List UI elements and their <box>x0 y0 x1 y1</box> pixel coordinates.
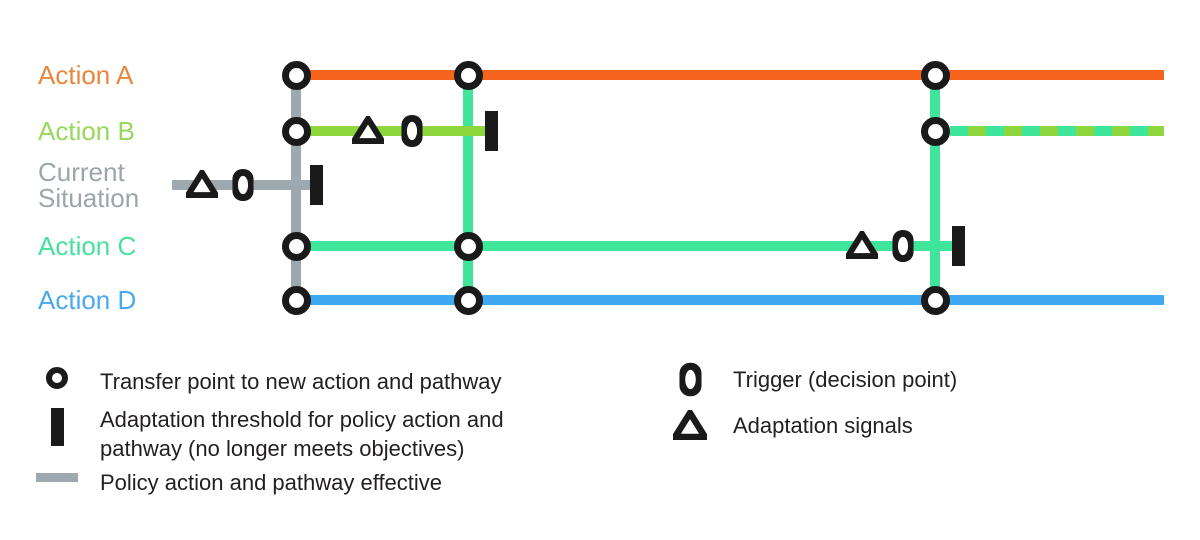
pathway-effective-line-icon <box>36 473 78 482</box>
transfer-point <box>453 231 483 261</box>
pathway-action-a <box>296 70 1164 80</box>
threshold-icon <box>310 165 323 205</box>
transfer-point-icon <box>46 367 68 389</box>
trigger-icon <box>678 362 702 397</box>
legend-item-signal: Adaptation signals <box>668 410 913 440</box>
transfer-point <box>920 285 950 315</box>
legend-item-trigger: Trigger (decision point) <box>668 362 957 397</box>
legend-label: Transfer point to new action and pathway <box>100 369 502 394</box>
legend-label: Policy action and pathway effective <box>100 470 443 495</box>
trigger-icon <box>401 114 423 148</box>
legend-label: Adaptation signals <box>733 412 913 438</box>
trigger-icon <box>892 229 914 263</box>
transfer-point <box>453 285 483 315</box>
transfer-line-mid <box>463 75 473 300</box>
transfer-point <box>920 116 950 146</box>
legend-label: Trigger (decision point) <box>733 367 958 392</box>
row-label-action-b: Action B <box>38 116 135 146</box>
threshold-icon <box>485 111 498 151</box>
row-label-action-d: Action D <box>38 285 137 315</box>
legend-label: Adaptation threshold for policy action a… <box>100 407 504 461</box>
legend-item-threshold: Adaptation threshold for policy action a… <box>35 405 595 463</box>
row-label-action-a: Action A <box>38 60 134 90</box>
transfer-point <box>281 231 311 261</box>
transfer-point <box>281 285 311 315</box>
adaptation-signal-icon <box>348 113 388 145</box>
adaptation-signal-icon <box>182 167 222 199</box>
transfer-point <box>281 116 311 146</box>
threshold-icon <box>952 226 965 266</box>
transfer-point <box>281 60 311 90</box>
pathway-action-d <box>296 295 1164 305</box>
pathway-action-c <box>296 241 953 251</box>
row-label-current-situation: Current Situation <box>38 157 140 213</box>
adaptation-threshold-icon <box>50 408 64 446</box>
adaptation-signal-icon <box>673 410 707 440</box>
transfer-point <box>920 60 950 90</box>
pathway-action-b <box>296 126 490 136</box>
legend-item-transfer-point: Transfer point to new action and pathway <box>35 367 502 396</box>
transfer-point <box>453 60 483 90</box>
pathway-action-b-continued <box>950 126 1164 136</box>
transfer-line-late <box>930 75 940 300</box>
legend-item-effective: Policy action and pathway effective <box>35 468 442 497</box>
adaptation-signal-icon <box>842 228 882 260</box>
trigger-icon <box>232 168 254 202</box>
row-label-action-c: Action C <box>38 231 137 261</box>
